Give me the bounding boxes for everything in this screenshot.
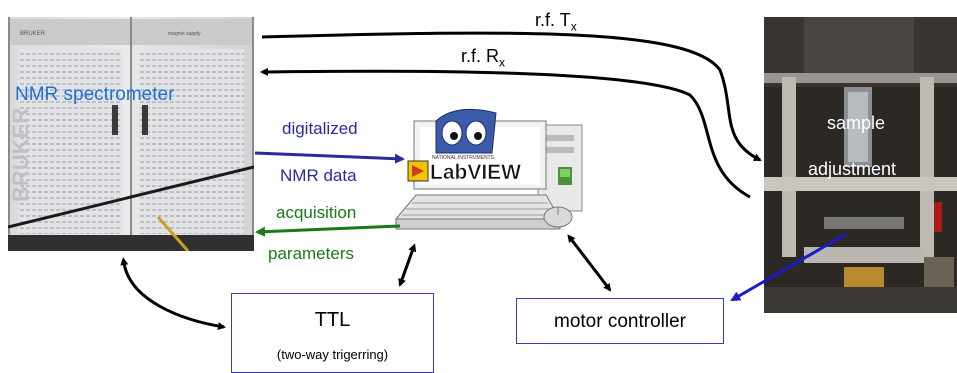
sample-label-line1: sample — [827, 113, 886, 133]
sample-probe-photo — [764, 17, 957, 313]
motor-to-sample-arrow — [730, 232, 847, 302]
rf-rx-text: r.f. R — [461, 46, 500, 66]
parameters-label: parameters — [268, 244, 354, 263]
nmr-spectrometer-label: NMR spectrometer — [15, 84, 175, 105]
data-to-labview-arrow — [254, 151, 405, 164]
cabinet-brand-vertical: BRUKER — [8, 108, 33, 202]
motor-controller-label: motor controller — [554, 311, 686, 332]
rf-tx-label: r.f. Tx — [535, 10, 577, 34]
rf-rx-subscript: x — [499, 55, 506, 70]
rf-tx-arrow — [261, 31, 762, 162]
motor-controller-box: motor controller — [516, 298, 724, 344]
rf-rx-arrow — [260, 67, 751, 199]
spectrometer-cabinet-image: BRUKER magnet supply BRUKER — [8, 17, 254, 251]
acquisition-label: acquisition — [276, 203, 357, 222]
nmr-data-label: NMR data — [280, 166, 357, 185]
labview-motor-arrow — [567, 234, 612, 292]
sample-label-line2: adjustment — [808, 159, 897, 179]
ttl-title: TTL — [314, 309, 351, 331]
ttl-box: TTL (two-way trigerring) — [231, 293, 434, 373]
cabinet-brand-small: BRUKER — [20, 31, 46, 37]
params-to-spectrometer-arrow — [255, 224, 401, 237]
computer-image: NATIONAL INSTRUMENTS LabVIEW — [394, 108, 583, 230]
rf-tx-text: r.f. T — [535, 10, 571, 30]
labview-computer-graphic: NATIONAL INSTRUMENTS LabVIEW — [394, 108, 586, 241]
spectrometer-ttl-arrow — [120, 257, 226, 331]
ni-brand-small: NATIONAL INSTRUMENTS — [432, 155, 495, 161]
rf-tx-subscript: x — [570, 19, 577, 34]
labview-logo-text: LabVIEW — [430, 161, 521, 184]
ttl-subtitle: (two-way trigerring) — [276, 347, 389, 362]
cabinet-panel-text: magnet supply — [168, 31, 201, 37]
labview-ttl-arrow — [398, 243, 417, 287]
rf-rx-label: r.f. Rx — [461, 46, 505, 70]
nmr-spectrometer-photo: BRUKER magnet supply BRUKER — [8, 17, 254, 251]
digitalized-label: digitalized — [282, 119, 358, 138]
